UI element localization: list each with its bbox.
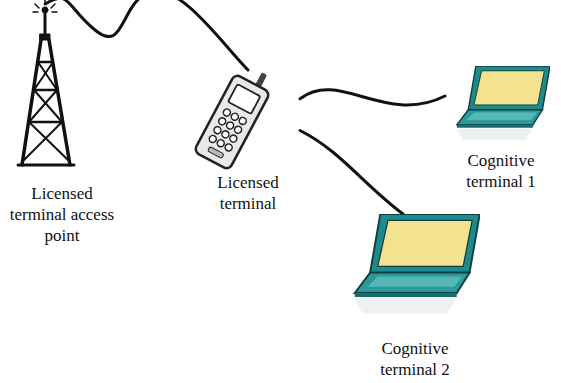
terminal-label: Cognitive terminal 1: [453, 150, 549, 192]
wireless-link: [300, 90, 445, 105]
laptop-icon: [355, 214, 480, 313]
laptop-icon: [457, 66, 550, 140]
terminal-label: Cognitive terminal 2: [367, 338, 463, 380]
terminal-node: Cognitive terminal 2: [355, 214, 475, 380]
terminal-label: Licensed terminal access point: [3, 183, 121, 246]
tower-icon: [18, 0, 74, 165]
terminal-label: Licensed terminal: [208, 172, 288, 214]
wireless-link: [45, 0, 248, 70]
wireless-link: [300, 130, 403, 214]
phone-icon: [194, 61, 277, 170]
terminal-node: Licensed terminal: [196, 70, 300, 214]
terminal-node: Cognitive terminal 1: [445, 64, 557, 192]
terminal-node: Licensed terminal access point: [2, 4, 122, 246]
